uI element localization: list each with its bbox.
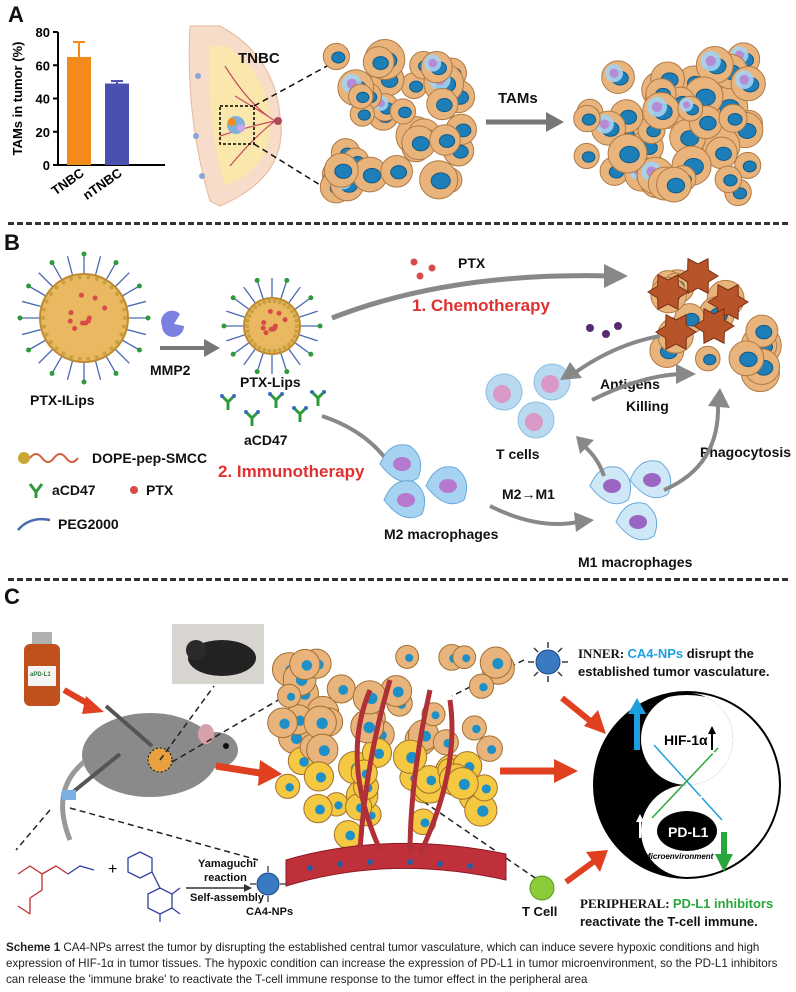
tumor-label: Tumor bbox=[700, 702, 728, 712]
microenvironment-label: Microenvironment bbox=[644, 852, 714, 861]
yamaguchi-line2: reaction bbox=[204, 872, 247, 884]
inner-text-line1: INNER: CA4-NPs disrupt the bbox=[578, 646, 754, 662]
ptx-legend-icon bbox=[130, 486, 138, 494]
divider-ab bbox=[8, 222, 788, 225]
dope-icon bbox=[18, 452, 79, 464]
panel-b-letter: B bbox=[4, 230, 20, 255]
tumor-cluster-large bbox=[573, 42, 766, 207]
y-tick-label: 80 bbox=[36, 25, 50, 40]
tumor-vasculature bbox=[267, 644, 515, 887]
apdl1-vial bbox=[24, 632, 60, 706]
self-assembly-label: Self-assembly bbox=[190, 892, 264, 904]
yamaguchi-line1: Yamaguchi bbox=[198, 858, 257, 870]
ca4-np-small-icon bbox=[250, 866, 286, 902]
y-tick-label: 40 bbox=[36, 92, 50, 107]
m2-to-m1-label: M2→M1 bbox=[502, 486, 555, 502]
m1-macrophages bbox=[589, 460, 672, 541]
acd47-antibodies bbox=[220, 390, 326, 426]
inner-prefix: INNER: bbox=[578, 646, 628, 661]
mmp2-arrow bbox=[160, 339, 220, 357]
caption-text: CA4-NPs arrest the tumor by disrupting t… bbox=[6, 941, 778, 986]
chemical-structures: + bbox=[17, 851, 252, 922]
tumor-to-yinyang-arrow bbox=[500, 759, 578, 783]
peripheral-line2: reactivate the T-cell immune. bbox=[580, 914, 758, 929]
inner-highlight: CA4-NPs bbox=[627, 646, 684, 661]
peripheral-highlight: PD-L1 inhibitors bbox=[672, 896, 774, 911]
hif-label: HIF-1α bbox=[664, 732, 708, 748]
ptx-dots-icon bbox=[410, 258, 436, 280]
tcell-arrow bbox=[564, 850, 608, 885]
breast-illustration bbox=[188, 25, 282, 207]
m1-to-tcell-arrow bbox=[576, 436, 606, 477]
y-tick-label: 20 bbox=[36, 125, 50, 140]
svg-text:+: + bbox=[108, 861, 117, 878]
t-cells-label: T cells bbox=[496, 446, 540, 462]
killing-label: Killing bbox=[626, 398, 669, 414]
immunotherapy-label: 2. Immunotherapy bbox=[218, 462, 365, 481]
acd47-top-label: aCD47 bbox=[244, 432, 288, 448]
m2-macrophages bbox=[379, 444, 468, 519]
ca4nps-label: CA4-NPs bbox=[246, 906, 294, 918]
inner-rest1: disrupt the bbox=[683, 646, 754, 661]
panel-c-letter: C bbox=[4, 584, 20, 609]
y-axis-label: TAMs in tumor (%) bbox=[10, 42, 25, 156]
tams-arrow-label: TAMs bbox=[498, 90, 538, 107]
tumor-cells-b bbox=[647, 257, 782, 393]
killing-arrow bbox=[591, 364, 696, 402]
tams-arrow bbox=[486, 112, 564, 132]
peripheral-prefix: PERIPHERAL: bbox=[580, 896, 673, 911]
ptx-ilips-label: PTX-ILips bbox=[30, 392, 95, 408]
mouse-photo bbox=[172, 624, 264, 684]
ptx-ilips-nanoparticle bbox=[17, 251, 151, 385]
phagocytosis-arrow bbox=[663, 388, 730, 492]
figure-caption: Scheme 1 CA4-NPs arrest the tumor by dis… bbox=[6, 940, 790, 988]
ptx-lips-nanoparticle bbox=[221, 277, 323, 375]
ca4-np-icon bbox=[528, 642, 568, 682]
yin-yang-diagram bbox=[593, 691, 781, 879]
chemotherapy-label: 1. Chemotherapy bbox=[412, 296, 550, 315]
phagocytosis-label: Phagocytosis bbox=[700, 444, 792, 460]
divider-bc bbox=[8, 578, 788, 581]
legend-acd47: aCD47 bbox=[52, 482, 96, 498]
vial-arrow bbox=[62, 687, 104, 714]
tnbc-label: TNBC bbox=[238, 50, 280, 67]
chemotherapy-arrow bbox=[331, 264, 628, 321]
inner-text-line2: established tumor vasculature. bbox=[578, 664, 770, 679]
legend-dope: DOPE-pep-SMCC bbox=[92, 450, 208, 466]
t-cells bbox=[485, 363, 571, 439]
legend-peg: PEG2000 bbox=[58, 516, 119, 532]
tumor-cluster-small bbox=[319, 39, 477, 204]
panel-a-letter: A bbox=[8, 2, 24, 27]
inner-arrow bbox=[560, 695, 606, 734]
mmp2-enzyme-icon bbox=[161, 310, 184, 337]
antigen-dots bbox=[586, 322, 622, 338]
pdl1-label: PD-L1 bbox=[668, 824, 709, 840]
bar-ntnbc bbox=[105, 83, 129, 165]
m1-macrophages-label: M1 macrophages bbox=[578, 554, 693, 570]
peg-legend-icon bbox=[17, 517, 51, 531]
vial-label: aPD-L1 bbox=[30, 672, 51, 678]
ptx-lips-label: PTX-Lips bbox=[240, 374, 301, 390]
acd47-legend-icon bbox=[28, 483, 44, 498]
t-cell-label: T Cell bbox=[522, 904, 558, 919]
y-tick-label: 0 bbox=[43, 158, 50, 173]
mmp2-label: MMP2 bbox=[150, 362, 191, 378]
legend-ptx: PTX bbox=[146, 482, 174, 498]
caption-label: Scheme 1 bbox=[6, 941, 61, 954]
t-cell-icon bbox=[529, 875, 555, 901]
ptx-label: PTX bbox=[458, 255, 486, 271]
mouse-to-tumor-arrow bbox=[215, 760, 282, 786]
antigens-arrow bbox=[560, 334, 661, 380]
y-tick-label: 60 bbox=[36, 58, 50, 73]
m2-macrophages-label: M2 macrophages bbox=[384, 526, 499, 542]
peripheral-line1: PERIPHERAL: PD-L1 inhibitors bbox=[580, 896, 773, 912]
m2-to-m1-arrow bbox=[489, 504, 594, 532]
bar-tnbc bbox=[67, 56, 91, 165]
